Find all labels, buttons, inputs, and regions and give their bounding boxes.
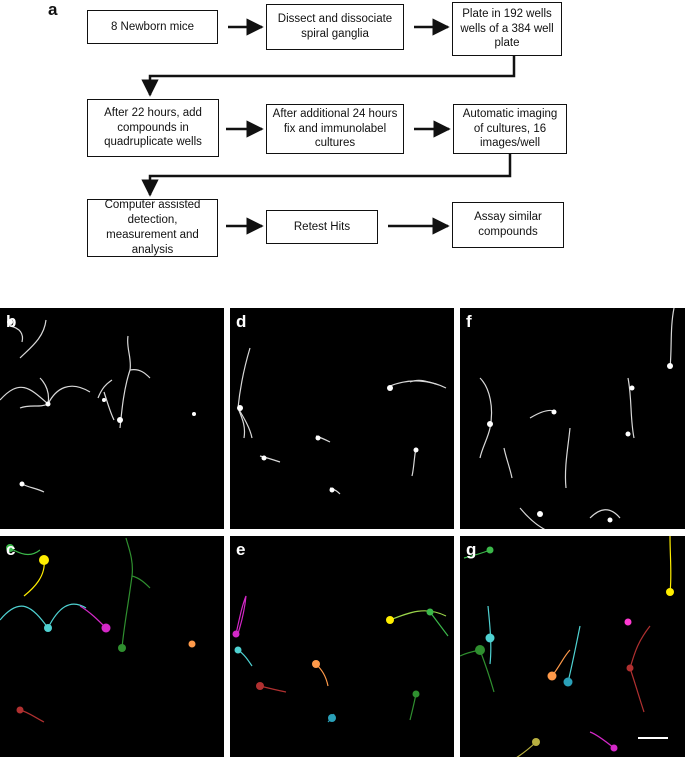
neuron-micrograph-d [237, 347, 447, 495]
image-panel-d: d [230, 308, 454, 529]
step-newborn-mice: 8 Newborn mice [87, 10, 218, 44]
image-panel-e: e [230, 536, 454, 757]
panel-label-f: f [466, 312, 472, 331]
step-retest-hits: Retest Hits [266, 210, 378, 244]
panel-label-e: e [236, 540, 246, 559]
neuron-trace-g [460, 536, 674, 757]
image-panel-f: f [460, 308, 685, 529]
step-fix-immunolabel: After additional 24 hours fix and immuno… [266, 104, 404, 154]
arrow-3-4 [141, 56, 516, 97]
step-dissect: Dissect and dissociate spiral ganglia [266, 4, 404, 50]
neuron-trace-c [0, 537, 196, 723]
panel-label-g: g [466, 540, 477, 559]
step-plate: Plate in 192 wells wells of a 384 well p… [452, 2, 562, 56]
step-assay-similar: Assay similar compounds [452, 202, 564, 248]
panel-label-d: d [236, 312, 247, 331]
image-panel-c: c [0, 536, 224, 757]
flowchart-arrows [141, 18, 516, 235]
neuron-trace-e [232, 595, 449, 723]
image-panel-b: b [0, 308, 224, 529]
step-imaging: Automatic imaging of cultures, 16 images… [453, 104, 567, 154]
arrow-6-7 [141, 154, 512, 197]
step-add-compounds: After 22 hours, add compounds in quadrup… [87, 99, 219, 157]
image-panel-g: g [460, 536, 685, 757]
panel-label-c: c [6, 540, 16, 559]
step-detection: Computer assisted detection, measurement… [87, 199, 218, 257]
panel-label-a: a [48, 0, 58, 19]
neuron-micrograph-b [0, 319, 196, 493]
neuron-micrograph-f [479, 308, 675, 529]
panel-label-b: b [6, 312, 17, 331]
